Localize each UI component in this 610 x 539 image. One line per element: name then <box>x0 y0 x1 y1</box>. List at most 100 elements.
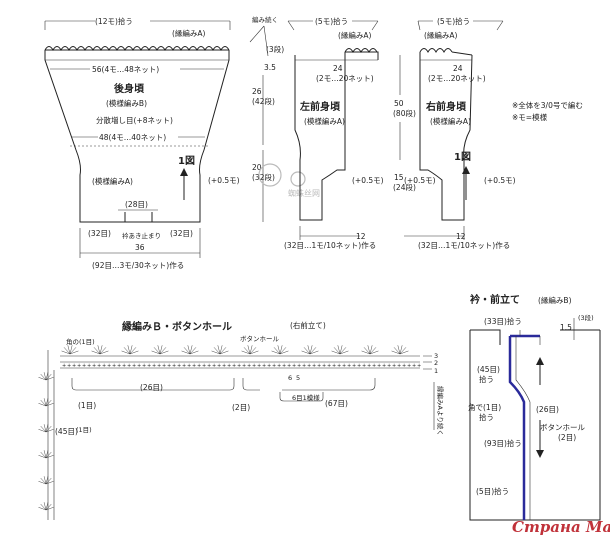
lf-width: 24 <box>333 64 343 73</box>
stitch-symbol: + <box>222 363 226 369</box>
back-pattern-b: (模様編みB) <box>106 98 147 108</box>
lf-pattern: (模様編みA) <box>304 116 345 126</box>
stitch-symbol: + <box>167 363 171 369</box>
stitch-symbol: + <box>187 363 191 369</box>
stitch-symbol: + <box>272 363 276 369</box>
stitch-symbol: + <box>237 363 241 369</box>
collar-bh2: (2目) <box>558 433 576 442</box>
fan-symbol-side <box>38 424 54 433</box>
notes: ※全体を3/0号で編む ※モ=模様 <box>512 100 583 122</box>
collar-corner2: 拾う <box>479 412 494 422</box>
stitch-symbol: + <box>142 363 146 369</box>
rf-top-pick: (5モ)拾う <box>437 16 470 26</box>
stitch-symbol: + <box>387 363 391 369</box>
stitch-symbol: + <box>292 363 296 369</box>
fronts-bottom-width-r: 12 <box>456 232 466 241</box>
rf-pattern: (模様編みA) <box>430 116 471 126</box>
fan-symbol <box>61 345 79 355</box>
stitch-symbol: + <box>202 363 206 369</box>
rows-42: (42段) <box>252 96 275 106</box>
back-left-st: (32目) <box>88 229 111 238</box>
rf-side-inc: (+0.5モ) <box>484 176 516 185</box>
back-bottom-cast: (92目…3モ/30ネット)作る <box>92 260 184 270</box>
left-front-piece: (5モ)拾う (縁編みA) 24 (2モ…20ネット) 左前身頃 (模様編みA)… <box>287 16 384 221</box>
fan-symbol <box>391 345 409 355</box>
collar-pattern: (縁編みB) <box>538 295 572 305</box>
rf-edging: (縁編みA) <box>424 30 458 40</box>
h-20: 20 <box>252 163 262 172</box>
lf-top-pick: (5モ)拾う <box>315 16 348 26</box>
stitch-symbol: + <box>72 363 76 369</box>
collar-45: (45目) <box>477 365 500 374</box>
note-needle: ※全体を3/0号で編む <box>512 100 583 110</box>
back-slit-note: 衿あき止まり <box>122 231 161 240</box>
collar-93: (93目)拾う <box>484 438 522 448</box>
rf-width-sts: (2モ…20ネット) <box>428 74 486 83</box>
fan-row <box>61 345 409 355</box>
stitch-symbol: + <box>77 363 81 369</box>
stitch-symbol: + <box>322 363 326 369</box>
span-1a: (1目) <box>78 401 96 410</box>
stitch-symbol: + <box>207 363 211 369</box>
back-pattern-a: (模様編みA) <box>92 176 133 186</box>
fan-symbol <box>121 345 139 355</box>
back-piece: (12モ)拾う (縁編みA) 56(4モ…48ネット) 後身頃 (模様編みB) … <box>44 16 240 270</box>
fan-symbol <box>271 345 289 355</box>
stitch-symbol: + <box>112 363 116 369</box>
stitch-symbol: + <box>262 363 266 369</box>
collar-5: (5目)拾う <box>476 486 509 496</box>
fronts-shared: 50 (80段) 15 (24段) (+0.5モ) 12 12 (32目…1モ/… <box>284 55 510 250</box>
collar-26: (26目) <box>536 405 559 414</box>
stitch-symbol: + <box>282 363 286 369</box>
h-26: 26 <box>252 87 262 96</box>
h-15: 15 <box>394 173 404 182</box>
back-side-inc: (+0.5モ) <box>208 176 240 185</box>
back-bottom-width: 36 <box>135 243 145 252</box>
rows-32: (32段) <box>252 172 275 182</box>
center-logo: 蜘蛛丝网 <box>288 188 320 198</box>
stitch-symbol: + <box>172 363 176 369</box>
fan-symbol-side <box>38 476 54 485</box>
back-width-top: 56(4モ…48ネット) <box>92 65 159 74</box>
stitch-symbol: + <box>147 363 151 369</box>
back-fig-label: 1図 <box>178 155 195 167</box>
back-top-pick: (12モ)拾う <box>95 16 133 26</box>
stitch-symbol: + <box>397 363 401 369</box>
stitch-symbol: + <box>157 363 161 369</box>
edging-b-chart: 縁編みＢ・ボタンホール (右前立て) 角の(1目) ボタンホール +++++++… <box>38 320 445 520</box>
collar-top: (33目)拾う <box>484 316 522 326</box>
span-67: (67目) <box>325 399 348 408</box>
rows-3: (3段) <box>266 44 284 54</box>
row-2: 2 <box>434 359 438 367</box>
stitch-symbol: + <box>217 363 221 369</box>
collar-bh: ボタンホール <box>540 423 585 432</box>
one-repeat: 6目1模様 <box>292 393 320 402</box>
stitch-symbol: + <box>382 363 386 369</box>
stitch-symbol: + <box>197 363 201 369</box>
stitch-symbol: + <box>82 363 86 369</box>
back-width-mid: 48(4モ…40ネット) <box>99 133 166 142</box>
collar-band: 衿・前立て (縁編みB) (33目)拾う 1.5 (3段) (45目) 拾う 角… <box>468 293 601 521</box>
stitch-symbol: + <box>92 363 96 369</box>
stitch-symbol: + <box>252 363 256 369</box>
collar-45b: 拾う <box>479 374 494 384</box>
symbol-row: ++++++++++++++++++++++++++++++++++++++++… <box>62 363 421 369</box>
rows-80: (80段) <box>393 108 416 118</box>
span-2: (2目) <box>232 403 250 412</box>
stitch-symbol: + <box>177 363 181 369</box>
stitch-symbol: + <box>407 363 411 369</box>
h-50: 50 <box>394 99 404 108</box>
stitch-symbol: + <box>367 363 371 369</box>
stitch-symbol: + <box>152 363 156 369</box>
stitch-symbol: + <box>312 363 316 369</box>
stitch-symbol: + <box>412 363 416 369</box>
stitch-symbol: + <box>137 363 141 369</box>
stitch-symbol: + <box>307 363 311 369</box>
fan-symbol-side <box>38 398 54 407</box>
note-mo: ※モ=模様 <box>512 112 548 122</box>
cont-a: 縁編みAより続く <box>436 386 445 436</box>
fan-column <box>38 372 54 511</box>
stitch-symbol: + <box>302 363 306 369</box>
stitch-symbol: + <box>117 363 121 369</box>
